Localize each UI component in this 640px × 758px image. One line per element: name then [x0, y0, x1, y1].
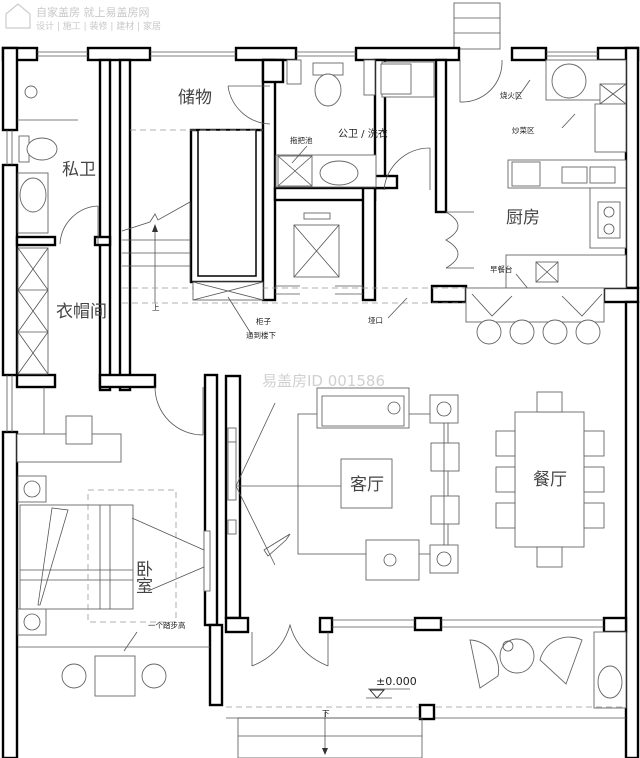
lounge-chair-icon [469, 639, 500, 689]
north-steps [453, 2, 501, 50]
storage-stairs: 储物 上 柜子 通到楼下 [121, 85, 600, 340]
door-swing-icon [59, 205, 99, 245]
tv-icon [227, 439, 237, 501]
dining-room: 餐厅 [495, 391, 605, 568]
room-label-public-bath: 公卫 / 洗衣 [338, 127, 388, 140]
staircase: 上 [121, 201, 191, 312]
dining-table [514, 411, 585, 548]
chair-icon [65, 415, 93, 445]
room-label-bedroom: 卧室 [132, 560, 152, 594]
mop-sink-label: 拖把池 [290, 135, 313, 145]
tea-table [94, 655, 136, 697]
room-label-living-room: 客厅 [350, 475, 384, 495]
basin-icon [597, 665, 623, 699]
room-label-cloakroom: 衣帽间 [56, 302, 107, 322]
room-label-storage: 储物 [178, 88, 212, 108]
toilet-icon [26, 137, 58, 161]
public-bath-laundry: 公卫 / 洗衣 拖把池 [275, 59, 435, 191]
bedroom: 卧室 一个踏步高 [16, 386, 211, 697]
living-room: 客厅 [227, 387, 460, 581]
stove-icon [551, 63, 587, 99]
bar-stool-icon [476, 319, 502, 345]
step-label: 一个踏步高 [148, 620, 186, 630]
lamp-icon [436, 551, 452, 567]
cabinet-sub-label: 通到楼下 [246, 330, 276, 340]
south-steps [237, 717, 423, 758]
watermark-services: 设计 | 施工 | 装修 | 建材 | 家居 [36, 20, 161, 32]
fire-zone-label: 烧火区 [500, 90, 523, 100]
bed-icon [19, 504, 134, 610]
chair-icon [430, 495, 460, 525]
kitchen: 烧火区 炒菜区 厨房 早餐台 [445, 59, 627, 345]
shaft: 垭口 [275, 212, 408, 325]
watermark-logo: 自家盖房 就上易盖房网 设计 | 施工 | 装修 | 建材 | 家居 [5, 3, 161, 32]
nightstand-lamp-icon [23, 613, 41, 631]
tv-icon [203, 530, 211, 592]
exterior-walls [1, 46, 640, 758]
washing-machine-icon [380, 63, 412, 95]
cooktop-icon [597, 201, 621, 239]
person-icon [383, 553, 397, 567]
remote-hand-icon [263, 533, 291, 557]
elevation-marker-icon [369, 689, 385, 699]
watermark-brand: 自家盖房 就上易盖房网 [36, 5, 150, 19]
svg-text:下: 下 [322, 709, 330, 718]
breakfast-counter [465, 287, 605, 323]
sofa-icon [316, 387, 410, 429]
private-bath: 私卫 [17, 85, 99, 245]
entry-porch: ±0.000 下 [226, 623, 627, 758]
svg-text:上: 上 [152, 303, 160, 312]
sink-icon [19, 177, 47, 213]
elevation-label: ±0.000 [376, 675, 417, 688]
toilet-icon [314, 73, 342, 107]
person-icon [387, 401, 401, 415]
bar-stool-icon [575, 319, 601, 345]
lounge-chair-icon [539, 636, 583, 685]
breakfast-bar-label: 早餐台 [490, 264, 513, 274]
coffee-table [340, 458, 393, 509]
armchair-icon [365, 539, 420, 581]
cabinet-label: 柜子 [256, 316, 271, 326]
floor-drain-icon [24, 85, 38, 99]
room-label-dining-room: 餐厅 [533, 470, 567, 490]
room-label-kitchen: 厨房 [506, 208, 540, 228]
kitchen-sink-icon [511, 161, 541, 187]
opening-label: 垭口 [368, 316, 383, 325]
chair-icon [430, 442, 460, 472]
window [37, 51, 598, 57]
bar-stool-icon [509, 319, 535, 345]
lamp-icon [436, 401, 452, 417]
stir-fry-label: 炒菜区 [512, 125, 535, 135]
room-label-private-bath: 私卫 [62, 160, 96, 180]
side-table-icon [499, 638, 535, 674]
basin-icon [319, 160, 359, 186]
watermark-id: 易盖房ID 001586 [262, 372, 385, 390]
bar-stool-icon [542, 319, 568, 345]
nightstand-lamp-icon [23, 480, 41, 498]
house-logo-icon [5, 3, 31, 29]
cloakroom: 衣帽间 [17, 247, 107, 375]
double-door-icon [251, 623, 329, 667]
